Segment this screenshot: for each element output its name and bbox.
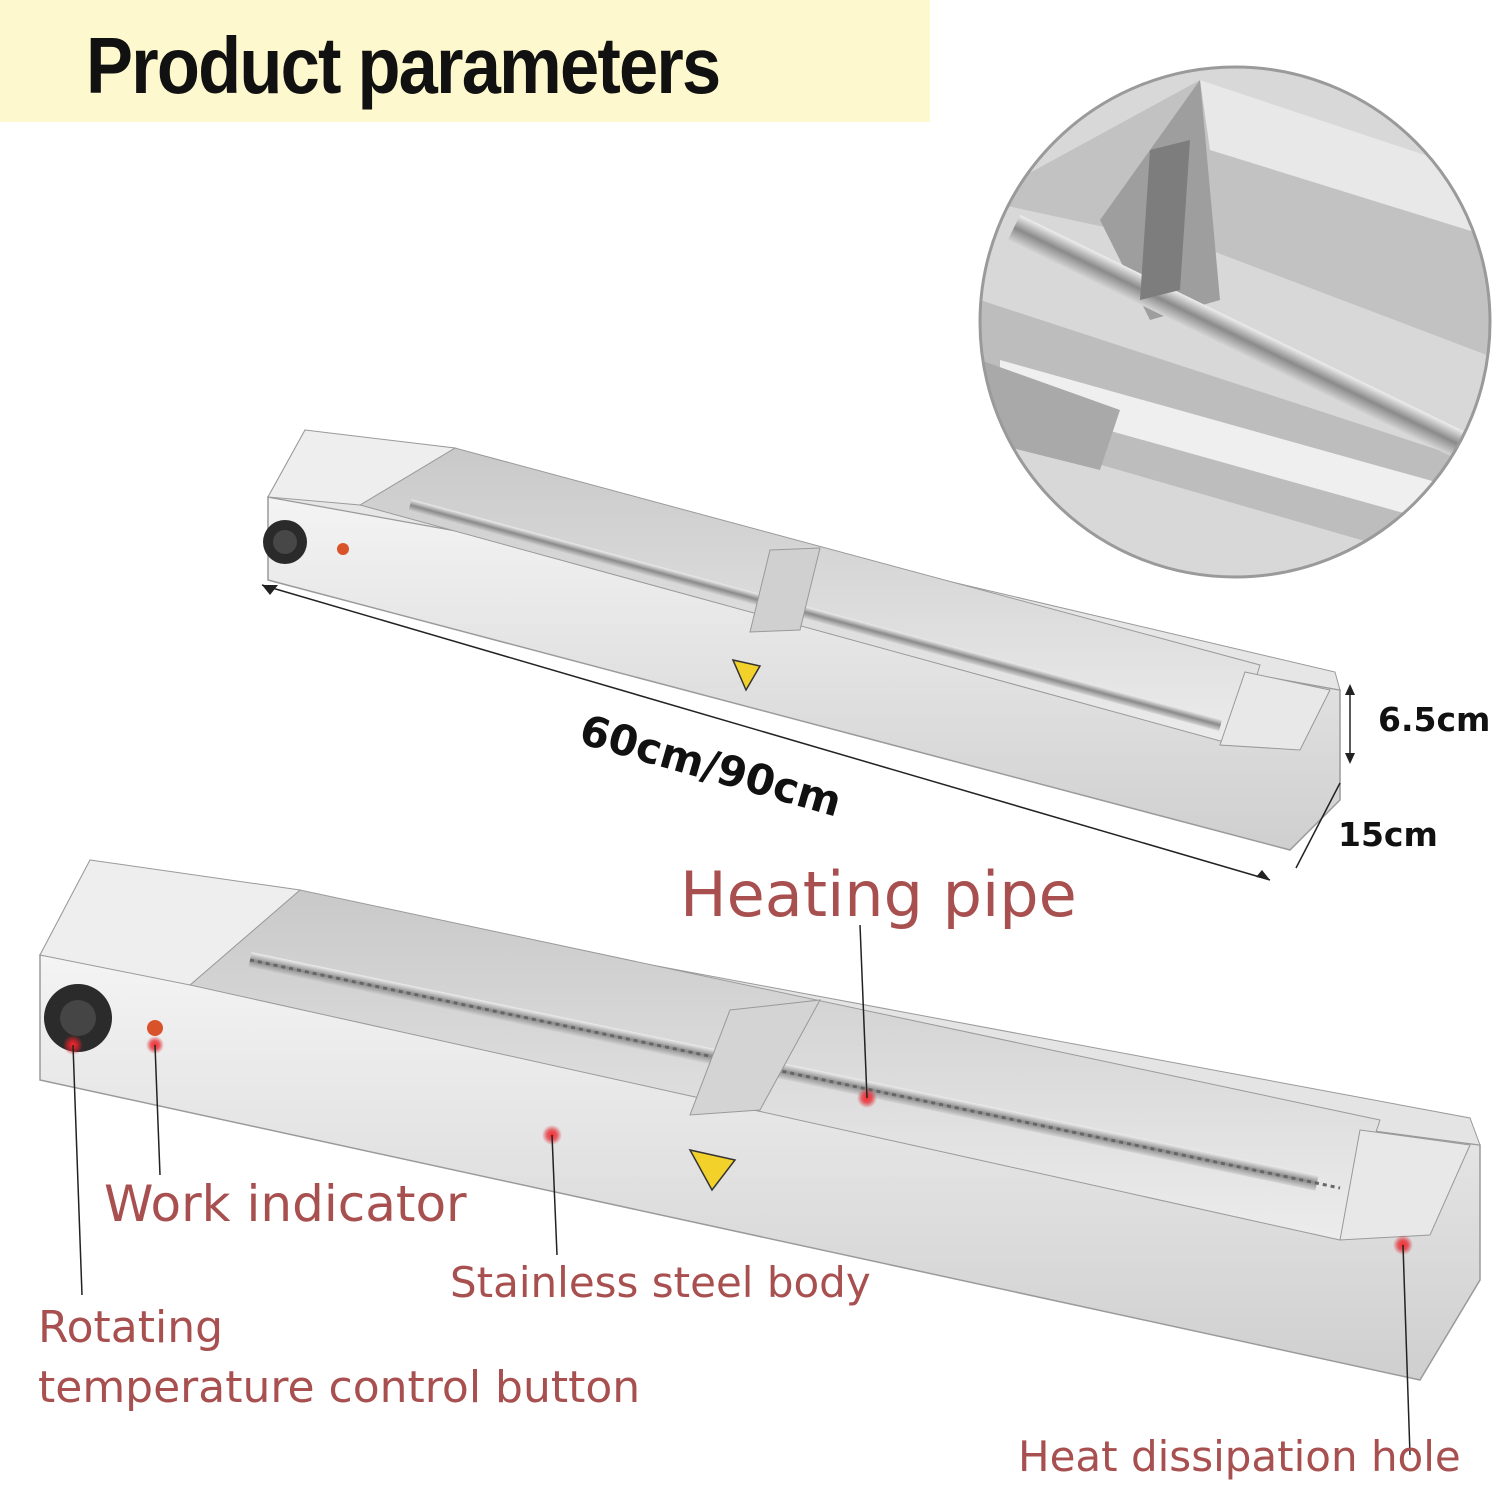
upper-food-warmer bbox=[261, 429, 1355, 881]
work-indicator-label: Work indicator bbox=[104, 1175, 467, 1233]
height-dimension-label: 6.5cm bbox=[1378, 700, 1491, 739]
heat-dissipation-label: Heat dissipation hole bbox=[1018, 1432, 1461, 1481]
width-dimension-label: 15cm bbox=[1338, 815, 1438, 854]
stainless-body-label: Stainless steel body bbox=[450, 1258, 871, 1307]
rotating-label-line2: temperature control button bbox=[38, 1362, 641, 1413]
callout-markers bbox=[63, 924, 1413, 1456]
lower-food-warmer bbox=[39, 859, 1481, 1381]
rotating-label-line1: Rotating bbox=[38, 1302, 224, 1353]
page-title: Product parameters bbox=[86, 21, 721, 110]
zoom-detail-circle bbox=[978, 65, 1492, 579]
heating-pipe-label: Heating pipe bbox=[680, 858, 1077, 931]
title-banner bbox=[0, 0, 930, 122]
